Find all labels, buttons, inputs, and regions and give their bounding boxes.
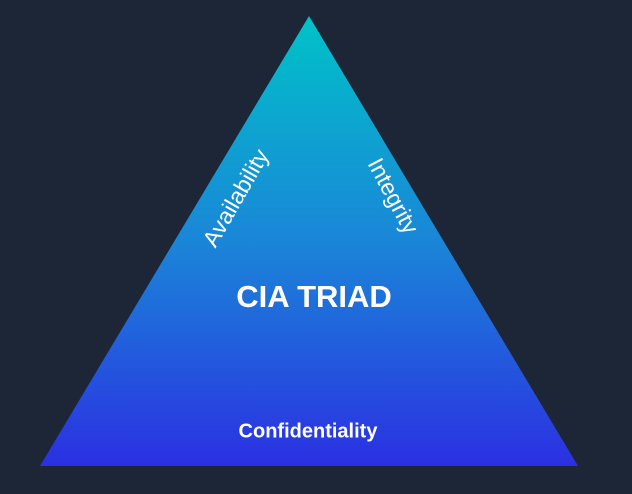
- diagram-title: CIA TRIAD: [236, 279, 392, 314]
- confidentiality-label: Confidentiality: [238, 420, 378, 443]
- triangle: [40, 16, 578, 466]
